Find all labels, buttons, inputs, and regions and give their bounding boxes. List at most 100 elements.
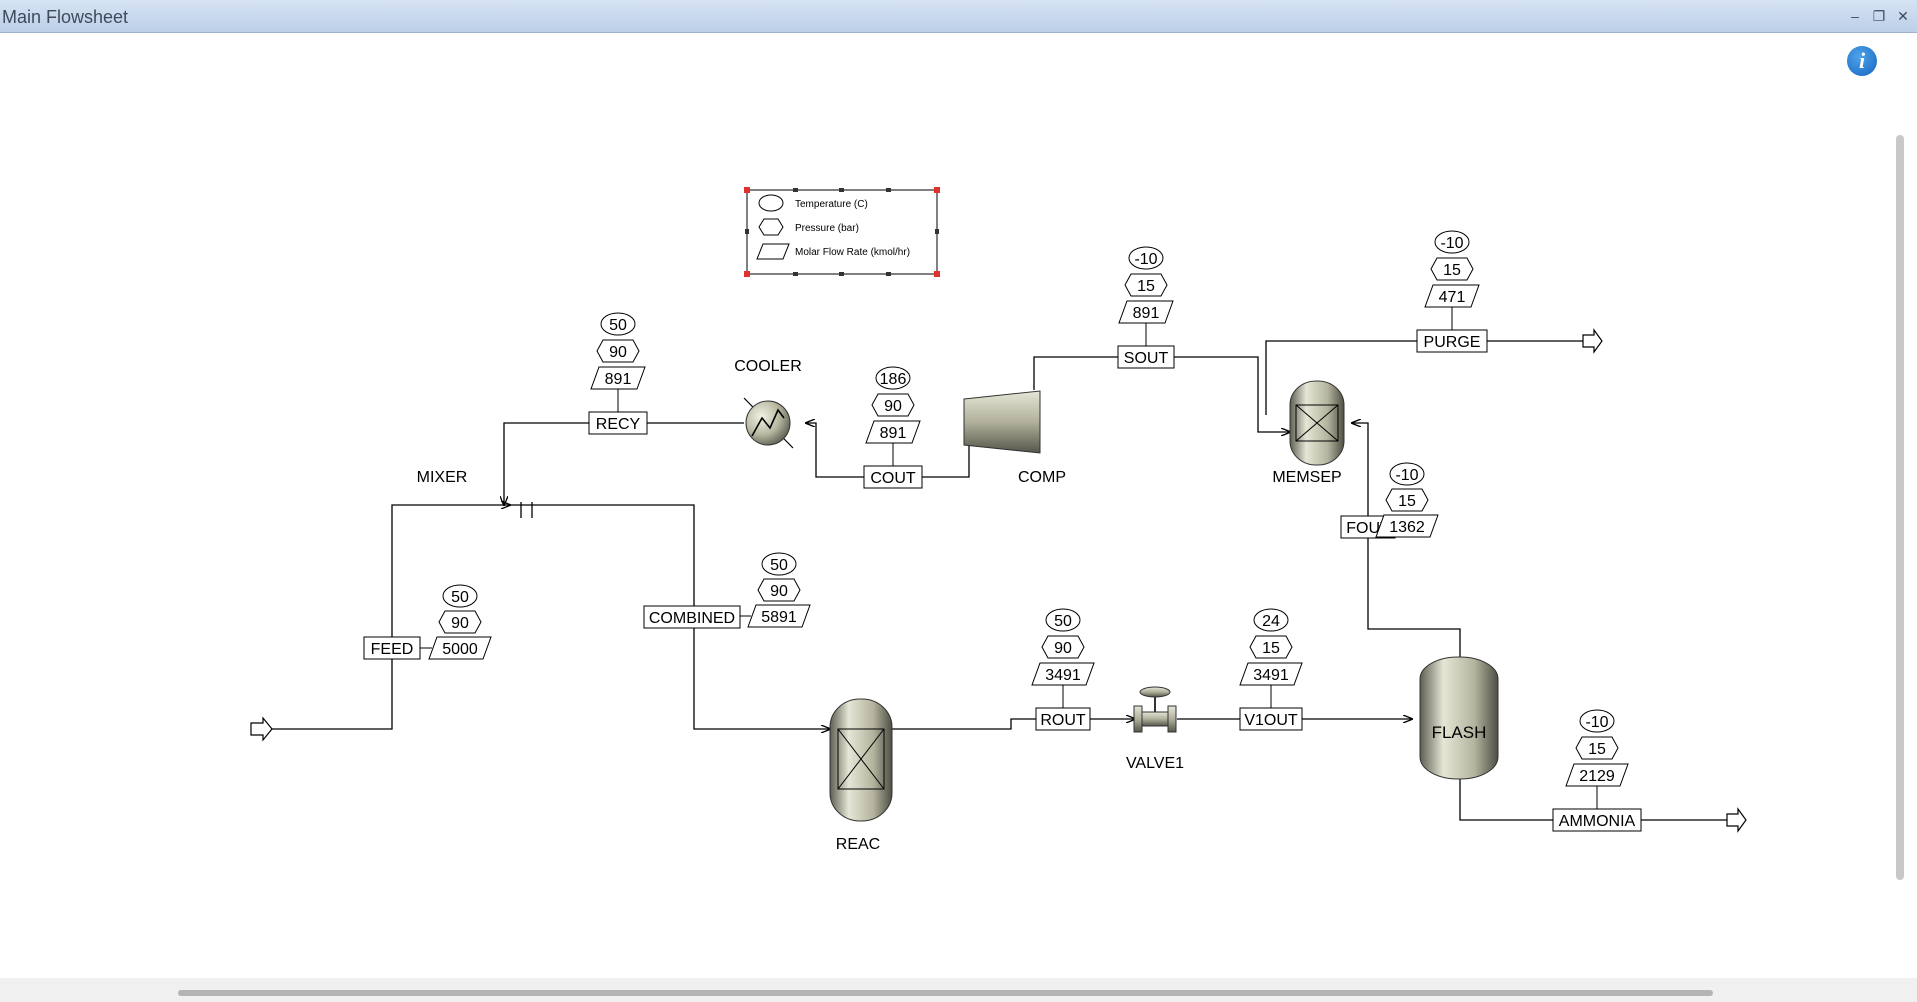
legend-flow-label: Molar Flow Rate (kmol/hr) bbox=[795, 247, 910, 258]
horizontal-scrollbar[interactable] bbox=[178, 990, 1713, 996]
cout-flow-tag bbox=[865, 420, 921, 444]
rout-pressure-value: 90 bbox=[1054, 640, 1072, 657]
fout-pressure-tag bbox=[1385, 488, 1429, 512]
v1out-stream-label: V1OUT bbox=[1244, 712, 1298, 729]
recy-flow-tag bbox=[590, 366, 646, 390]
cout-pressure-value: 90 bbox=[884, 398, 902, 415]
feed-flow-tag bbox=[428, 636, 492, 660]
valve1-block[interactable] bbox=[1133, 686, 1177, 733]
purge-stream-tag[interactable]: PURGE -10 15 471 bbox=[1416, 230, 1488, 353]
sout-pressure-value: 15 bbox=[1137, 278, 1155, 295]
purge-temperature-value: -10 bbox=[1440, 235, 1463, 252]
legend-handle[interactable] bbox=[744, 271, 750, 277]
rout-stream-label: ROUT bbox=[1040, 712, 1086, 729]
window-titlebar: Main Flowsheet – ❐ ✕ bbox=[0, 0, 1917, 33]
feed-arrow-icon bbox=[250, 716, 273, 742]
combined-stream-label-box[interactable] bbox=[643, 605, 741, 629]
legend-pressure-label: Pressure (bar) bbox=[795, 223, 859, 234]
recy-temperature-tag bbox=[600, 312, 636, 336]
close-icon[interactable]: ✕ bbox=[1897, 8, 1909, 24]
combined-stream-tag[interactable]: COMBINED 50 90 5891 bbox=[643, 552, 811, 629]
flowsheet-canvas[interactable]: Temperature (C) Pressure (bar) Molar Flo… bbox=[0, 33, 1917, 978]
fout-flow-tag bbox=[1375, 514, 1439, 538]
cout-flow-value: 891 bbox=[880, 425, 907, 442]
recy-flow-value: 891 bbox=[605, 371, 632, 388]
recy-pressure-tag bbox=[596, 339, 640, 363]
sout-flow-value: 891 bbox=[1133, 305, 1160, 322]
sout-temperature-tag bbox=[1128, 246, 1164, 270]
combined-temperature-value: 50 bbox=[770, 557, 788, 574]
ammonia-pressure-tag bbox=[1575, 736, 1619, 760]
purge-pressure-tag bbox=[1430, 257, 1474, 281]
ammonia-flow-tag bbox=[1565, 763, 1629, 787]
legend-handle[interactable] bbox=[744, 187, 750, 193]
fout-stream-line bbox=[1352, 423, 1461, 660]
legend-temperature-label: Temperature (C) bbox=[795, 199, 868, 210]
purge-flow-tag bbox=[1424, 284, 1480, 308]
legend-handle[interactable] bbox=[934, 187, 940, 193]
flash-block[interactable] bbox=[1419, 656, 1499, 780]
fout-pressure-value: 15 bbox=[1398, 493, 1416, 510]
fout-temperature-value: -10 bbox=[1395, 467, 1418, 484]
combined-pressure-value: 90 bbox=[770, 583, 788, 600]
v1out-temperature-tag bbox=[1253, 608, 1289, 632]
ammonia-pressure-value: 15 bbox=[1588, 741, 1606, 758]
memsep-block[interactable] bbox=[1289, 380, 1345, 466]
cooler-block[interactable] bbox=[743, 397, 794, 449]
sout-temperature-value: -10 bbox=[1134, 251, 1157, 268]
cout-stream-label: COUT bbox=[870, 470, 916, 487]
recy-pressure-value: 90 bbox=[609, 344, 627, 361]
restore-icon[interactable]: ❐ bbox=[1872, 8, 1886, 24]
rout-stream-line bbox=[891, 719, 1135, 730]
comp-block[interactable] bbox=[963, 390, 1041, 454]
v1out-pressure-tag bbox=[1249, 635, 1293, 659]
reac-label: REAC bbox=[836, 836, 880, 853]
recy-stream-label: RECY bbox=[596, 416, 641, 433]
temperature-legend-icon bbox=[758, 194, 784, 212]
fout-temperature-tag bbox=[1389, 462, 1425, 486]
reac-block[interactable] bbox=[829, 698, 893, 822]
feed-stream-label: FEED bbox=[371, 641, 414, 658]
ammonia-arrow-icon bbox=[1726, 807, 1747, 833]
rout-flow-tag bbox=[1031, 662, 1095, 686]
v1out-pressure-value: 15 bbox=[1262, 640, 1280, 657]
vertical-scrollbar[interactable] bbox=[1896, 135, 1904, 880]
rout-temperature-tag bbox=[1045, 608, 1081, 632]
cout-temperature-tag bbox=[875, 366, 911, 390]
window-title: Main Flowsheet bbox=[2, 7, 129, 27]
ammonia-temperature-value: -10 bbox=[1585, 714, 1608, 731]
combined-flow-tag bbox=[747, 604, 811, 628]
ammonia-flow-value: 2129 bbox=[1579, 768, 1615, 785]
purge-flow-value: 471 bbox=[1439, 289, 1466, 306]
v1out-temperature-value: 24 bbox=[1262, 613, 1280, 630]
combined-temperature-tag bbox=[761, 552, 797, 576]
minimize-icon[interactable]: – bbox=[1851, 8, 1859, 24]
feed-temperature-tag bbox=[442, 584, 478, 608]
comp-label: COMP bbox=[1018, 469, 1066, 486]
mixer-label: MIXER bbox=[417, 469, 468, 486]
combined-flow-value: 5891 bbox=[761, 609, 797, 626]
info-icon[interactable]: i bbox=[1847, 46, 1877, 76]
window-controls: – ❐ ✕ bbox=[1847, 8, 1911, 24]
rout-pressure-tag bbox=[1041, 635, 1085, 659]
flash-label: FLASH bbox=[1432, 723, 1487, 742]
purge-pressure-value: 15 bbox=[1443, 262, 1461, 279]
purge-stream-label: PURGE bbox=[1424, 334, 1481, 351]
legend-handle[interactable] bbox=[934, 271, 940, 277]
purge-arrow-icon bbox=[1582, 328, 1603, 354]
rout-temperature-value: 50 bbox=[1054, 613, 1072, 630]
purge-temperature-tag bbox=[1434, 230, 1470, 254]
combined-stream-label: COMBINED bbox=[649, 610, 735, 627]
legend-box[interactable]: Temperature (C) Pressure (bar) Molar Flo… bbox=[744, 187, 940, 277]
feed-flow-value: 5000 bbox=[442, 641, 478, 658]
recy-stream-line bbox=[504, 422, 744, 505]
feed-temperature-value: 50 bbox=[451, 589, 469, 606]
